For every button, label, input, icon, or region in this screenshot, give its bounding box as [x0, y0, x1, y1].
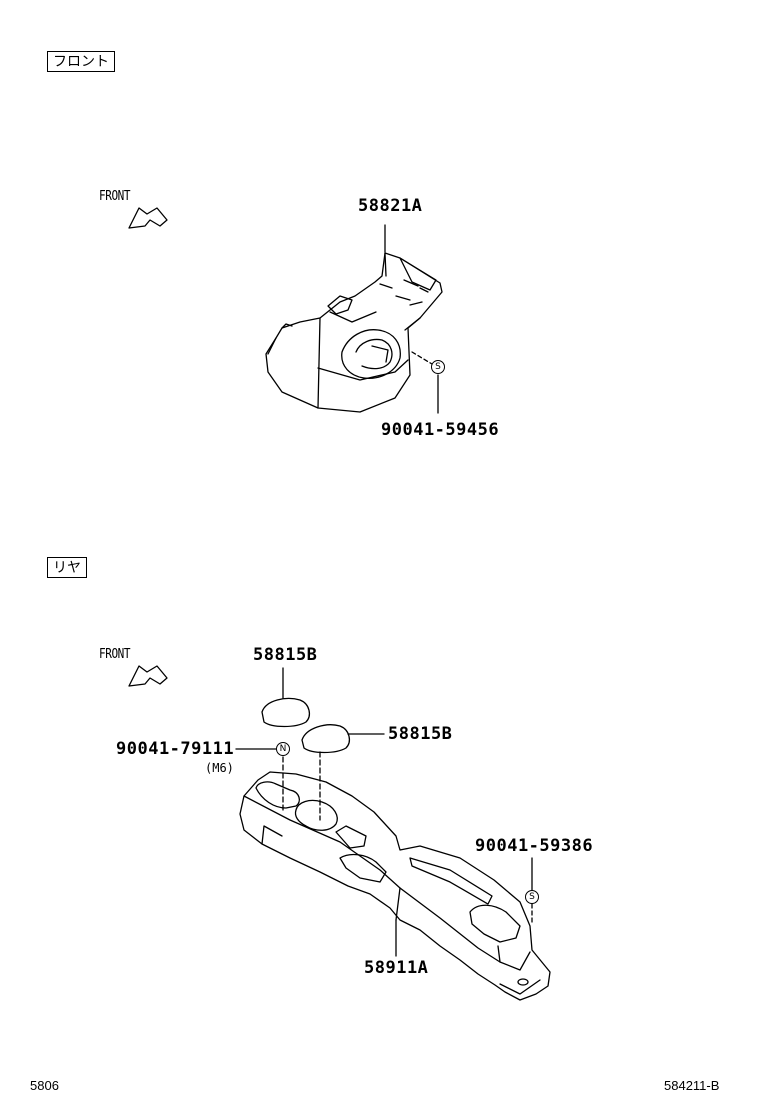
part-label-90041-79111[interactable]: 90041-79111	[116, 739, 235, 759]
symbol-s-icon-rear: S	[525, 890, 539, 904]
footer-page-code: 5806	[30, 1078, 59, 1093]
part-label-58815b-top[interactable]: 58815B	[253, 645, 318, 665]
section-tag-rear: リヤ	[47, 557, 87, 578]
part-note-m6: (M6)	[205, 761, 234, 775]
front-console-drawing	[265, 252, 443, 413]
part-label-90041-59456[interactable]: 90041-59456	[381, 420, 500, 440]
part-label-58815b-side[interactable]: 58815B	[388, 724, 453, 744]
section-tag-front: フロント	[47, 51, 115, 72]
cap-58815b-side-drawing	[301, 724, 351, 754]
front-direction-label: FRONT	[99, 189, 131, 204]
rear-console-drawing	[239, 771, 551, 1001]
cap-58815b-top-drawing	[261, 697, 311, 728]
footer-diagram-code: 584211-B	[664, 1078, 720, 1093]
part-label-90041-59386[interactable]: 90041-59386	[475, 836, 594, 856]
front-direction-label-rear: FRONT	[99, 647, 131, 662]
front-arrow-icon-rear	[128, 665, 168, 687]
part-label-58911a[interactable]: 58911A	[364, 958, 429, 978]
symbol-n-icon: N	[276, 742, 290, 756]
part-label-58821a[interactable]: 58821A	[358, 196, 423, 216]
symbol-s-icon: S	[431, 360, 445, 374]
front-arrow-icon	[128, 207, 168, 229]
